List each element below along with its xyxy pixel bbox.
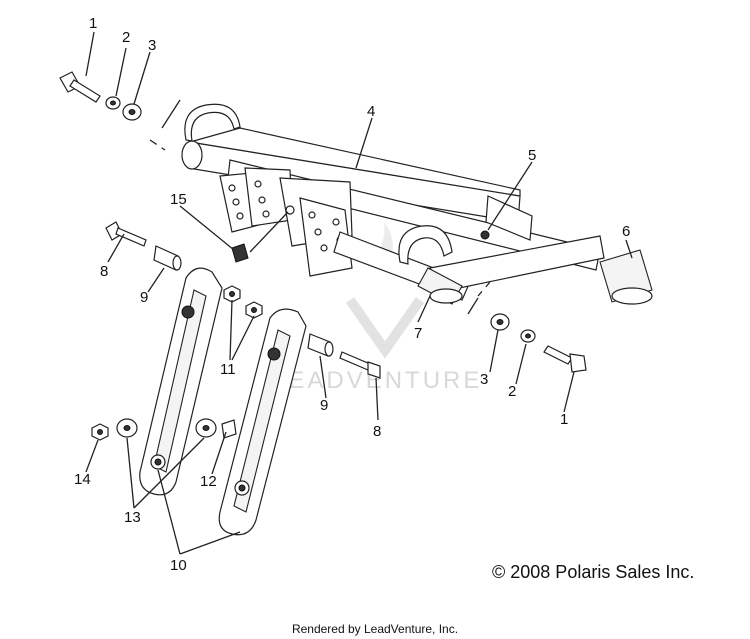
bolt-part-1-right[interactable] [543, 345, 587, 373]
nut-part-11-b[interactable] [245, 301, 263, 319]
axle-frame-part-4[interactable] [181, 103, 605, 301]
washer-part-13-b[interactable] [195, 418, 217, 438]
callout-11: 11 [220, 361, 236, 378]
callout-1: 1 [89, 15, 97, 32]
callout-14: 14 [74, 471, 91, 488]
washer-part-2-top[interactable] [105, 96, 121, 110]
pivot-tube-part-7[interactable] [417, 267, 463, 305]
washer-part-3-right[interactable] [490, 313, 510, 331]
link-part-10-right[interactable] [218, 308, 307, 536]
callout-3: 3 [148, 37, 156, 54]
copyright-notice: © 2008 Polaris Sales Inc. [492, 562, 695, 582]
nut-part-14[interactable] [91, 423, 109, 441]
callout-1: 1 [560, 411, 568, 428]
nut-part-11-a[interactable] [223, 285, 241, 303]
assembly-guide-line [149, 139, 166, 151]
rendered-by-credit: Rendered by LeadVenture, Inc. [291, 622, 459, 636]
callout-12: 12 [200, 473, 217, 490]
callout-6: 6 [622, 223, 630, 240]
washer-part-2-right[interactable] [520, 329, 536, 343]
callout-8: 8 [373, 423, 381, 440]
link-part-10-left[interactable] [139, 267, 223, 496]
assembly-guide-line [467, 297, 479, 315]
callout-7: 7 [414, 325, 422, 342]
callout-5: 5 [528, 147, 536, 164]
washer-part-3-top[interactable] [122, 103, 142, 121]
fitting-part-12[interactable] [221, 419, 237, 439]
callout-3: 3 [480, 371, 488, 388]
assembly-guide-line [477, 281, 491, 297]
assembly-guide-line [161, 99, 181, 129]
leader-lines [85, 31, 633, 555]
pivot-tube-part-6[interactable] [599, 249, 653, 305]
callout-4: 4 [367, 103, 375, 120]
callout-10: 10 [170, 557, 187, 574]
grease-fitting-part-15[interactable] [231, 205, 295, 263]
callout-15: 15 [170, 191, 187, 208]
callout-9: 9 [140, 289, 148, 306]
bolt-part-8-right[interactable] [339, 351, 381, 379]
washer-part-13-a[interactable] [116, 418, 138, 438]
spacer-part-9-left[interactable] [153, 245, 182, 271]
callout-2: 2 [122, 29, 130, 46]
bolt-part-8-left[interactable] [105, 221, 147, 247]
callout-9: 9 [320, 397, 328, 414]
spacer-part-9-right[interactable] [307, 333, 334, 357]
bolt-part-1-top[interactable] [59, 71, 101, 103]
callout-2: 2 [508, 383, 516, 400]
callout-13: 13 [124, 509, 141, 526]
callout-8: 8 [100, 263, 108, 280]
callout-labels: 1 2 3 4 5 6 15 8 9 11 7 3 2 1 9 8 12 14 … [74, 15, 630, 574]
